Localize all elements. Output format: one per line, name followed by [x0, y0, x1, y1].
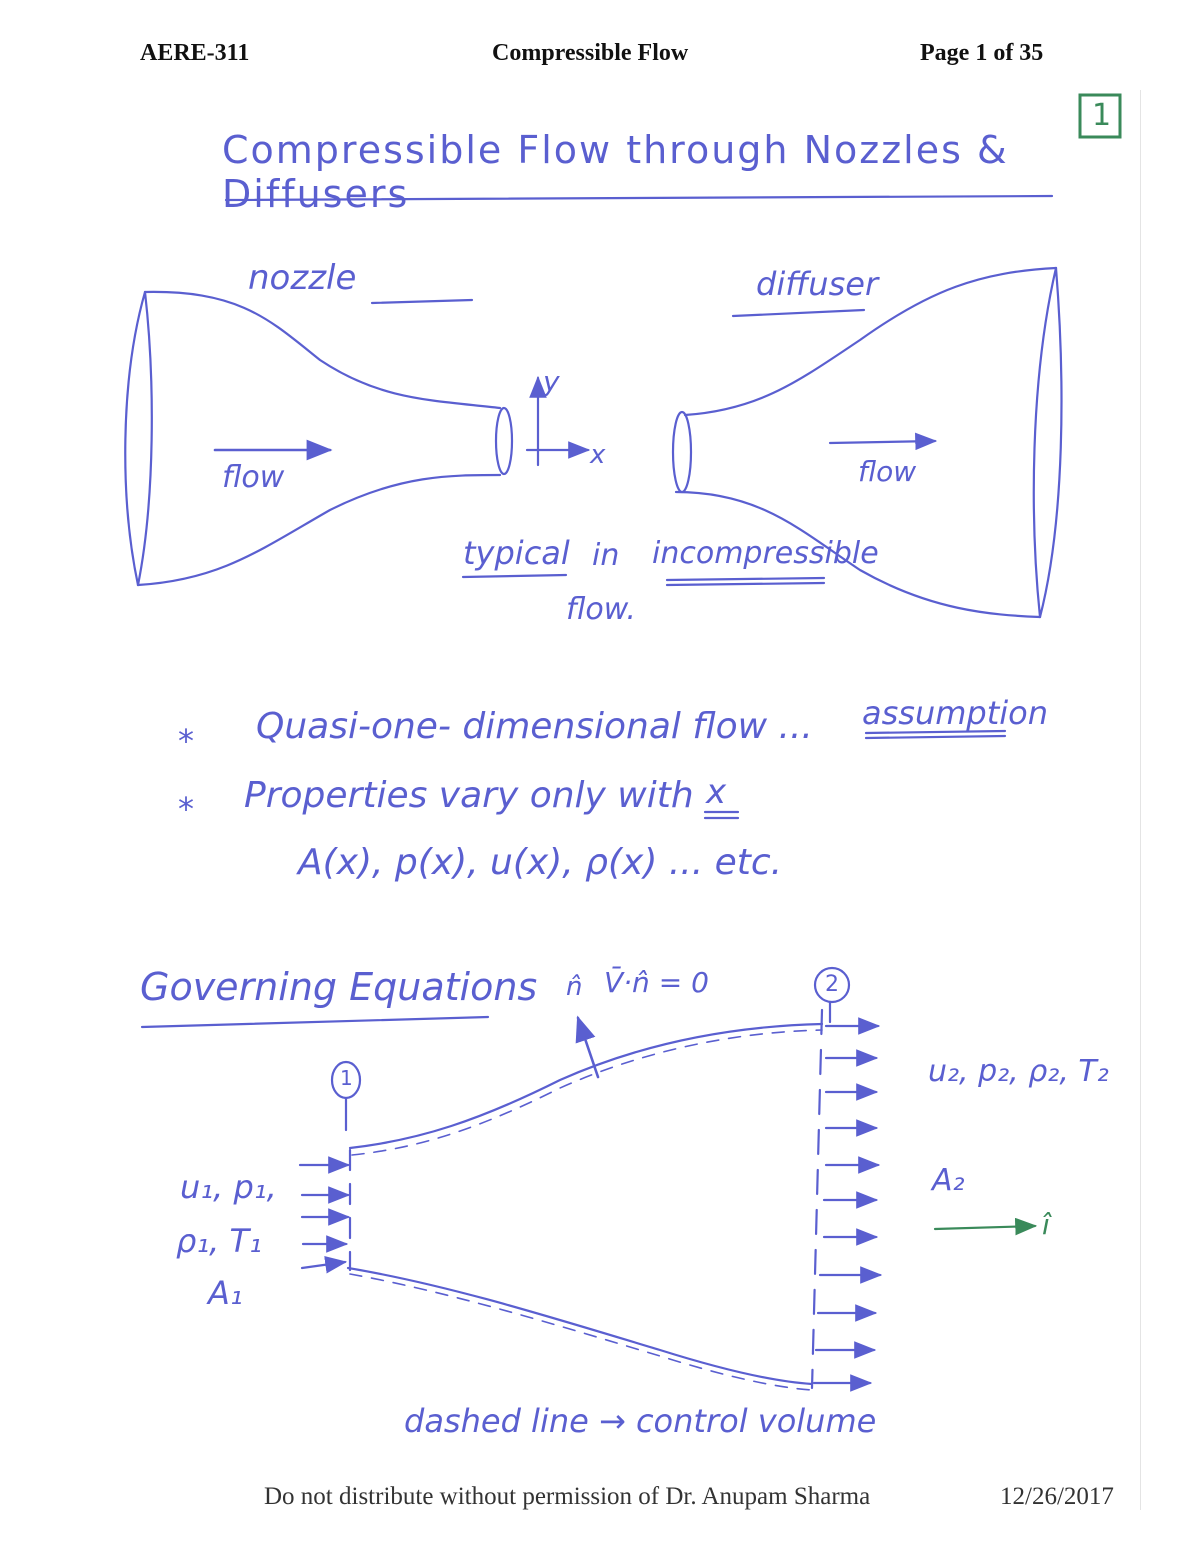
header-page: Page 1 of 35	[920, 40, 1044, 66]
station-2-label: 2	[825, 972, 839, 997]
bullet-2-var: x	[706, 772, 727, 812]
nozzle-flow-label: flow	[222, 460, 285, 495]
page-heading: Compressible Flow through Nozzles & Diff…	[222, 128, 1009, 216]
bullet-2-text: Properties vary only with	[244, 775, 694, 816]
diffuser-label: diffuser	[756, 265, 879, 303]
normal-vector-label: n̂	[566, 972, 583, 1002]
bullet-2-marker: *	[178, 790, 194, 828]
control-volume-sketch	[298, 966, 1038, 1392]
note-flow: flow.	[566, 592, 636, 627]
governing-underline	[140, 1015, 490, 1029]
diffuser-sketch	[671, 266, 1063, 619]
axis-x-label: x	[590, 440, 606, 470]
diffuser-flow-label: flow	[858, 455, 917, 488]
footer-notice: Do not distribute without permission of …	[264, 1483, 871, 1510]
normal-condition: V̄·n̂ = 0	[604, 966, 709, 999]
header-course: AERE-311	[140, 40, 250, 66]
outlet-area: A₂	[932, 1163, 965, 1198]
note-incompressible: incompressible	[652, 536, 879, 571]
note-in: in	[592, 538, 620, 573]
heading-underline	[224, 194, 1054, 202]
page-number-box-label: 1	[1092, 98, 1112, 133]
page-number-box	[1078, 93, 1122, 139]
footer-date: 12/26/2017	[1000, 1483, 1114, 1510]
header-title: Compressible Flow	[492, 40, 689, 66]
bullet-1-tag: assumption	[862, 694, 1049, 732]
typical-underline	[461, 573, 568, 579]
page-edge-line	[1140, 90, 1141, 1510]
nozzle-sketch	[124, 290, 591, 587]
axis-y-label: y	[543, 365, 560, 398]
station-1-label: 1	[340, 1066, 353, 1090]
inlet-vars-line2: ρ₁, T₁	[176, 1222, 262, 1260]
outlet-vars: u₂, p₂, ρ₂, T₂	[928, 1054, 1109, 1089]
properties-line: A(x), p(x), u(x), ρ(x) ... etc.	[298, 842, 783, 883]
bullet-1-marker: *	[178, 722, 194, 760]
unit-vector-i: î	[1042, 1208, 1050, 1241]
governing-heading: Governing Equations	[140, 965, 538, 1009]
inlet-vars-line1: u₁, p₁,	[180, 1168, 277, 1206]
bullet-1-text: Quasi-one- dimensional flow ...	[256, 706, 813, 747]
inlet-area: A₁	[208, 1274, 243, 1312]
note-typical: typical	[463, 534, 570, 572]
control-volume-caption: dashed line → control volume	[404, 1402, 877, 1440]
nozzle-label: nozzle	[248, 258, 357, 298]
